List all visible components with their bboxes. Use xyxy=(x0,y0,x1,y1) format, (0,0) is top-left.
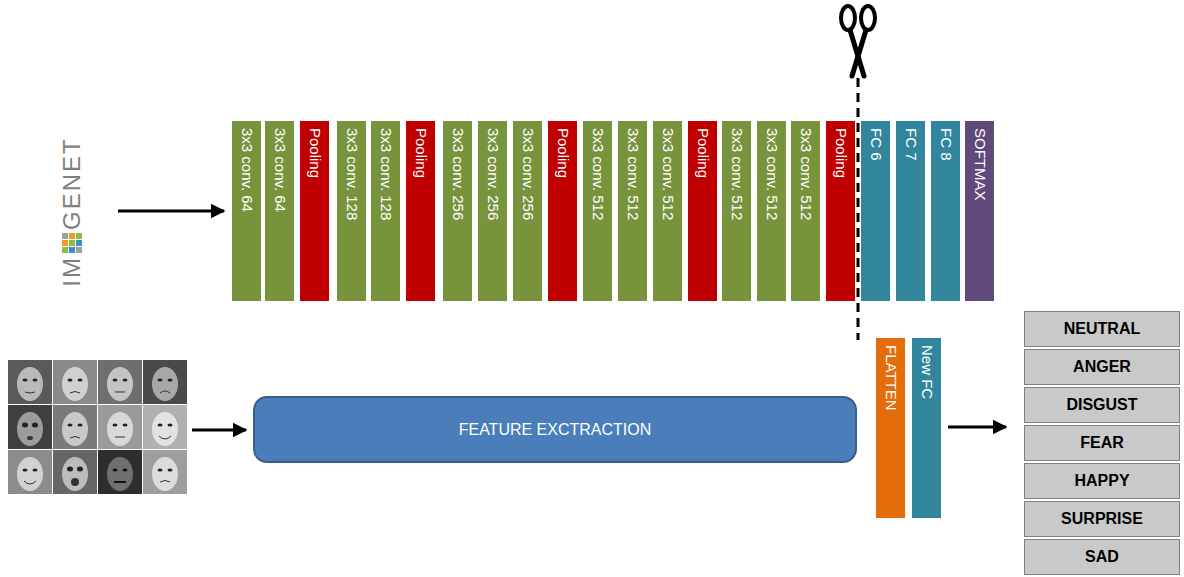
layer-label: 3x3 conv. 256 xyxy=(449,128,467,220)
layer-label: 3x3 conv. 128 xyxy=(377,128,395,220)
pooling-layer: Pooling xyxy=(688,121,717,301)
layer-label: FC 7 xyxy=(902,128,920,161)
conv-layer: 3x3 conv. 256 xyxy=(513,121,542,301)
class-label-box: HAPPY xyxy=(1024,463,1180,499)
layer-label: Pooling xyxy=(306,128,324,178)
fc-layer: FC 8 xyxy=(931,121,960,301)
layer-label: 3x3 conv. 512 xyxy=(763,128,781,220)
conv-layer: 3x3 conv. 512 xyxy=(791,121,820,301)
softmax-layer: SOFTMAX xyxy=(965,121,994,301)
pooling-layer: Pooling xyxy=(548,121,577,301)
conv-layer: 3x3 conv. 256 xyxy=(443,121,472,301)
box-label: SURPRISE xyxy=(1061,510,1143,528)
conv-layer: 3x3 conv. 256 xyxy=(478,121,507,301)
new-fc-layer: New FC xyxy=(912,338,941,518)
feature-extraction-block: FEATURE EXCTRACTION xyxy=(253,396,857,463)
layer-label: FLATTEN xyxy=(882,345,900,411)
class-label-box: ANGER xyxy=(1024,349,1180,385)
box-label: NEUTRAL xyxy=(1064,320,1140,338)
imagenet-logo: IM GENET xyxy=(58,132,86,292)
layer-label: FC 6 xyxy=(867,128,885,161)
layer-label: 3x3 conv. 128 xyxy=(343,128,361,220)
class-label-box: FEAR xyxy=(1024,425,1180,461)
conv-layer: 3x3 conv. 128 xyxy=(337,121,366,301)
logo-text: IM xyxy=(58,256,86,287)
class-label-box: DISGUST xyxy=(1024,387,1180,423)
layer-label: 3x3 conv. 512 xyxy=(624,128,642,220)
layer-label: Pooling xyxy=(694,128,712,178)
scissors-icon xyxy=(841,6,875,76)
layer-label: 3x3 conv. 512 xyxy=(659,128,677,220)
conv-layer: 3x3 conv. 512 xyxy=(618,121,647,301)
logo-icon xyxy=(61,232,83,254)
conv-layer: 3x3 conv. 64 xyxy=(232,121,261,301)
pooling-layer: Pooling xyxy=(300,121,329,301)
box-label: FEATURE EXCTRACTION xyxy=(459,421,652,439)
class-label-box: SURPRISE xyxy=(1024,501,1180,537)
conv-layer: 3x3 conv. 64 xyxy=(265,121,294,301)
layer-label: New FC xyxy=(918,345,936,399)
layer-label: 3x3 conv. 64 xyxy=(271,128,289,212)
output-arrow xyxy=(948,426,1006,429)
layer-label: FC 8 xyxy=(937,128,955,161)
conv-layer: 3x3 conv. 512 xyxy=(653,121,682,301)
box-label: DISGUST xyxy=(1066,396,1137,414)
logo-text: GENET xyxy=(58,137,86,230)
layer-label: 3x3 conv. 256 xyxy=(484,128,502,220)
layer-label: 3x3 conv. 512 xyxy=(797,128,815,220)
layer-label: Pooling xyxy=(554,128,572,178)
conv-layer: 3x3 conv. 512 xyxy=(757,121,786,301)
conv-layer: 3x3 conv. 512 xyxy=(583,121,612,301)
fc-layer: FC 6 xyxy=(861,121,890,301)
layer-label: 3x3 conv. 512 xyxy=(589,128,607,220)
layer-label: 3x3 conv. 64 xyxy=(238,128,256,212)
cut-line xyxy=(857,78,860,340)
box-label: ANGER xyxy=(1073,358,1131,376)
layer-label: Pooling xyxy=(832,128,850,178)
pooling-layer: Pooling xyxy=(826,121,855,301)
box-label: HAPPY xyxy=(1074,472,1129,490)
box-label: SAD xyxy=(1085,548,1119,566)
input-arrow xyxy=(118,210,224,213)
conv-layer: 3x3 conv. 512 xyxy=(722,121,751,301)
box-label: FEAR xyxy=(1080,434,1124,452)
layer-label: Pooling xyxy=(412,128,430,178)
faces-image xyxy=(8,360,187,494)
layer-label: SOFTMAX xyxy=(971,128,989,201)
layer-label: 3x3 conv. 512 xyxy=(728,128,746,220)
class-label-box: NEUTRAL xyxy=(1024,311,1180,347)
class-label-box: SAD xyxy=(1024,539,1180,575)
pooling-layer: Pooling xyxy=(406,121,435,301)
conv-layer: 3x3 conv. 128 xyxy=(371,121,400,301)
flatten-layer: FLATTEN xyxy=(876,338,905,518)
layer-label: 3x3 conv. 256 xyxy=(519,128,537,220)
fc-layer: FC 7 xyxy=(896,121,925,301)
input-arrow xyxy=(192,429,246,432)
